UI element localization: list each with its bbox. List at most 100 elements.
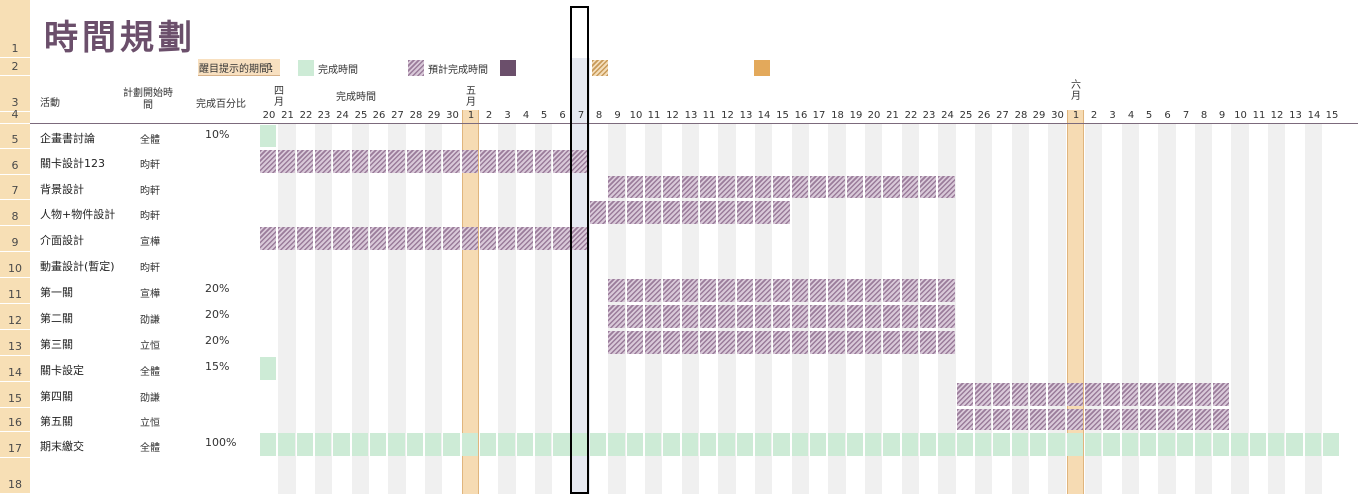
- day-number[interactable]: 13: [1289, 110, 1302, 121]
- day-number[interactable]: 6: [1164, 110, 1171, 121]
- day-number[interactable]: 22: [299, 110, 313, 121]
- day-number[interactable]: 14: [1307, 110, 1321, 121]
- day-number[interactable]: 11: [1252, 110, 1266, 121]
- row-number[interactable]: 1: [0, 0, 30, 57]
- day-number[interactable]: 20: [867, 110, 881, 121]
- owner-name[interactable]: 全體: [140, 134, 160, 146]
- owner-name[interactable]: 宣樺: [140, 289, 160, 300]
- day-number[interactable]: 15: [1325, 110, 1339, 121]
- day-number[interactable]: 8: [595, 110, 603, 121]
- day-number[interactable]: 30: [1051, 110, 1064, 121]
- owner-name[interactable]: 立恒: [140, 418, 160, 429]
- activity-name[interactable]: 第五關: [40, 415, 73, 428]
- row-number[interactable]: 4: [0, 108, 30, 123]
- day-number[interactable]: 12: [721, 110, 734, 121]
- row-number[interactable]: 8: [0, 200, 30, 225]
- day-number[interactable]: 13: [684, 110, 698, 121]
- percent-complete[interactable]: 15%: [205, 360, 230, 373]
- day-number[interactable]: 29: [1032, 110, 1046, 121]
- row-number[interactable]: 16: [0, 408, 30, 431]
- percent-complete[interactable]: 20%: [205, 282, 230, 295]
- percent-complete[interactable]: 20%: [205, 334, 230, 347]
- day-number[interactable]: 23: [317, 110, 331, 121]
- day-number[interactable]: 1: [1072, 110, 1080, 121]
- day-number[interactable]: 7: [577, 110, 585, 121]
- day-number[interactable]: 27: [996, 110, 1009, 121]
- day-number[interactable]: 12: [666, 110, 679, 121]
- owner-name[interactable]: 劭謙: [140, 393, 160, 404]
- row-number[interactable]: 18: [0, 458, 30, 493]
- percent-complete[interactable]: 20%: [205, 308, 230, 321]
- day-number[interactable]: 14: [757, 110, 771, 121]
- day-number[interactable]: 15: [776, 110, 789, 121]
- day-number[interactable]: 24: [336, 110, 349, 121]
- owner-name[interactable]: 立恒: [140, 341, 160, 352]
- day-number[interactable]: 17: [812, 110, 826, 121]
- day-number[interactable]: 3: [504, 110, 511, 121]
- day-number[interactable]: 28: [409, 110, 423, 121]
- day-number[interactable]: 28: [1014, 110, 1028, 121]
- day-number[interactable]: 4: [1127, 110, 1135, 121]
- day-number[interactable]: 22: [904, 110, 918, 121]
- day-number[interactable]: 25: [354, 110, 368, 121]
- activity-name[interactable]: 第三關: [40, 338, 73, 351]
- day-number[interactable]: 6: [559, 110, 566, 121]
- row-number[interactable]: 10: [0, 252, 30, 277]
- owner-name[interactable]: 昀軒: [140, 211, 160, 222]
- day-number[interactable]: 19: [849, 110, 863, 121]
- row-number[interactable]: 6: [0, 149, 30, 174]
- day-number[interactable]: 27: [391, 110, 404, 121]
- row-number[interactable]: 5: [0, 124, 30, 148]
- percent-complete[interactable]: 100%: [205, 436, 237, 449]
- day-number[interactable]: 21: [281, 110, 294, 121]
- day-number[interactable]: 16: [794, 110, 808, 121]
- row-number[interactable]: 9: [0, 226, 30, 251]
- row-number[interactable]: 13: [0, 330, 30, 355]
- activity-name[interactable]: 背景設計: [40, 182, 84, 196]
- day-number[interactable]: 10: [629, 110, 643, 121]
- highlight-period-value[interactable]: 1: [266, 61, 274, 73]
- day-number[interactable]: 13: [739, 110, 753, 121]
- day-number[interactable]: 26: [372, 110, 386, 121]
- day-number[interactable]: 26: [977, 110, 991, 121]
- activity-name[interactable]: 期末繳交: [40, 440, 84, 453]
- owner-name[interactable]: 全體: [140, 443, 160, 454]
- row-number[interactable]: 11: [0, 278, 30, 303]
- day-number[interactable]: 24: [941, 110, 954, 121]
- owner-name[interactable]: 宣樺: [140, 237, 160, 248]
- day-number[interactable]: 4: [522, 110, 530, 121]
- owner-name[interactable]: 昀軒: [140, 160, 160, 171]
- day-number[interactable]: 8: [1200, 110, 1208, 121]
- day-number[interactable]: 20: [262, 110, 276, 121]
- day-number[interactable]: 9: [614, 110, 621, 121]
- percent-complete[interactable]: 10%: [205, 128, 230, 141]
- day-number[interactable]: 3: [1109, 110, 1116, 121]
- owner-name[interactable]: 全體: [140, 367, 160, 378]
- row-number[interactable]: 3: [0, 76, 30, 111]
- day-number[interactable]: 7: [1182, 110, 1190, 121]
- day-number[interactable]: 5: [1145, 110, 1153, 121]
- activity-name[interactable]: 第一關: [40, 286, 73, 299]
- activity-name[interactable]: 動畫設計(暫定): [40, 260, 115, 273]
- day-number[interactable]: 5: [540, 110, 548, 121]
- day-number[interactable]: 23: [922, 110, 936, 121]
- row-number[interactable]: 17: [0, 432, 30, 457]
- day-number[interactable]: 12: [1270, 110, 1284, 121]
- row-number[interactable]: 7: [0, 175, 30, 199]
- row-number[interactable]: 15: [0, 382, 30, 407]
- day-number[interactable]: 9: [1218, 110, 1226, 121]
- day-number[interactable]: 11: [702, 110, 716, 121]
- row-number[interactable]: 12: [0, 304, 30, 329]
- day-number[interactable]: 11: [647, 110, 661, 121]
- day-number[interactable]: 10: [1234, 110, 1247, 121]
- day-number[interactable]: 29: [427, 110, 441, 121]
- owner-name[interactable]: 昀軒: [140, 263, 160, 274]
- day-number[interactable]: 18: [831, 110, 844, 121]
- day-number[interactable]: 1: [467, 110, 475, 121]
- day-number[interactable]: 25: [959, 110, 973, 121]
- activity-name[interactable]: 關卡設定: [40, 364, 84, 377]
- activity-name[interactable]: 第四關: [40, 390, 73, 403]
- day-number[interactable]: 21: [886, 110, 899, 121]
- selected-column-border[interactable]: [570, 6, 589, 494]
- owner-name[interactable]: 昀軒: [140, 185, 160, 197]
